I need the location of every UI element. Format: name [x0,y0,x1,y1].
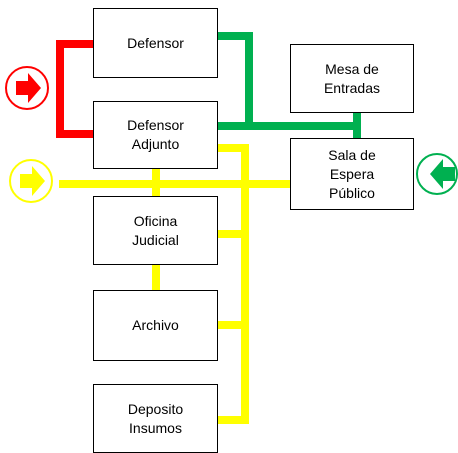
room-defensor-adjunto: Defensor Adjunto [93,101,218,169]
right-arrow-icon [20,166,45,196]
room-sala-espera: Sala de Espera Público [290,138,414,210]
yellow-route [59,144,292,424]
room-deposito-insumos: Deposito Insumos [93,384,218,453]
green-route-line-top [214,32,253,130]
red-route [56,40,93,138]
right-arrow-icon [16,73,41,103]
yellow-entry-arrow [9,159,53,203]
red-entry-arrow [5,66,49,110]
room-archivo: Archivo [93,290,218,361]
room-oficina-judicial: Oficina Judicial [93,196,218,265]
room-mesa-entradas: Mesa de Entradas [290,44,414,113]
left-arrow-icon [430,159,455,189]
green-route [214,32,361,144]
room-defensor: Defensor [93,8,218,78]
red-route-line [56,40,93,138]
green-entry-arrow [416,153,458,195]
